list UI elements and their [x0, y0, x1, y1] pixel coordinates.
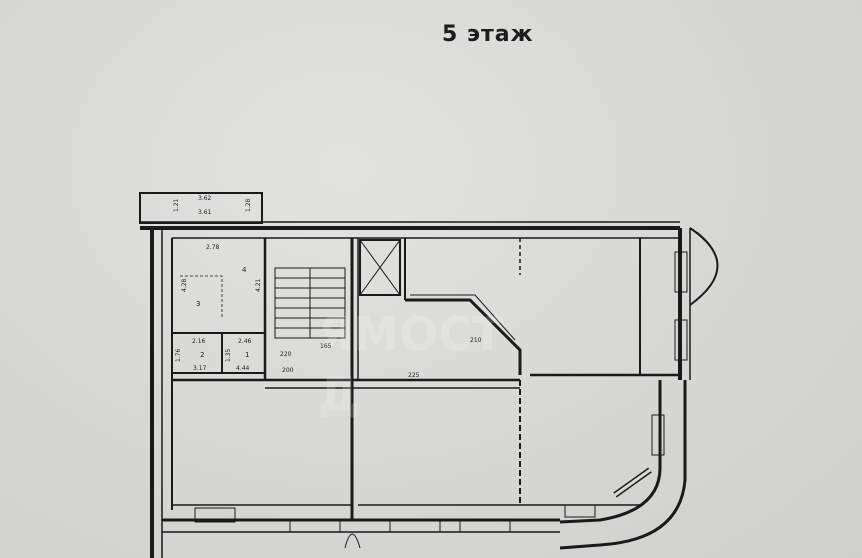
window [564, 504, 596, 518]
dim-room2-area: 3.17 [193, 365, 207, 372]
room-4-label: 4 [242, 266, 247, 274]
window [459, 519, 511, 533]
dim-room2-width: 2.16 [192, 338, 206, 345]
staircase [274, 267, 346, 339]
watermark-text-2: Д [318, 367, 359, 421]
dim-room4-width: 2.78 [206, 244, 220, 251]
room-2-label: 2 [200, 351, 204, 359]
window [194, 507, 236, 523]
dim-stair: 165 [320, 343, 332, 350]
floor-title: 5 этаж [442, 22, 534, 47]
watermark-text: ЯМОСТ [318, 307, 504, 361]
dim-balcony-width: 3.62 [198, 195, 212, 202]
window [674, 319, 688, 361]
dim-room4-left: 4.28 [181, 278, 188, 292]
dim-hall: 225 [408, 372, 420, 379]
dim-balcony-right: 1.28 [245, 198, 252, 212]
dim-room1-width: 2.46 [238, 338, 252, 345]
dim-right-room: 210 [470, 337, 482, 344]
dim-room2-height: 1.76 [175, 348, 182, 362]
balcony [139, 192, 263, 224]
room-3-label: 3 [196, 300, 200, 308]
dim-balcony-left: 1.21 [173, 198, 180, 212]
elevator-shaft [359, 239, 401, 296]
dim-room1-height: 1.35 [225, 348, 232, 362]
dim-room4-right: 4.21 [255, 278, 262, 292]
room-1-label: 1 [245, 351, 249, 359]
window [389, 519, 441, 533]
dim-balcony-inner: 3.61 [198, 209, 212, 216]
window [674, 251, 688, 293]
curved-wall [559, 380, 662, 524]
diagonal-partition [405, 298, 522, 375]
window [651, 414, 665, 456]
window [289, 519, 341, 533]
dim-corridor-b: 200 [282, 367, 294, 374]
dim-corridor-a: 220 [280, 351, 292, 358]
dim-room1-area: 4.44 [236, 365, 250, 372]
